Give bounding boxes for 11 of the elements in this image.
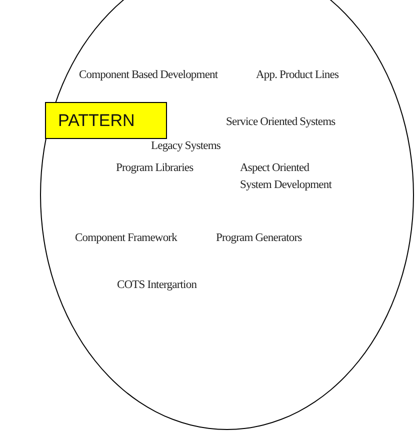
highlight-box: PATTERN [45, 102, 167, 139]
topic-label: Program Libraries [116, 161, 194, 176]
topic-label: COTS Intergartion [117, 278, 197, 293]
topic-label: Aspect Oriented System Development [240, 161, 332, 193]
circle-outline [40, 0, 414, 430]
topic-label: Component Based Development [79, 68, 218, 83]
topic-label: Legacy Systems [151, 139, 220, 154]
topic-label: Program Generators [216, 231, 302, 246]
topic-label: Component Framework [75, 231, 177, 246]
topic-label: App. Product Lines [256, 68, 339, 83]
topic-label: Service Oriented Systems [226, 115, 336, 130]
